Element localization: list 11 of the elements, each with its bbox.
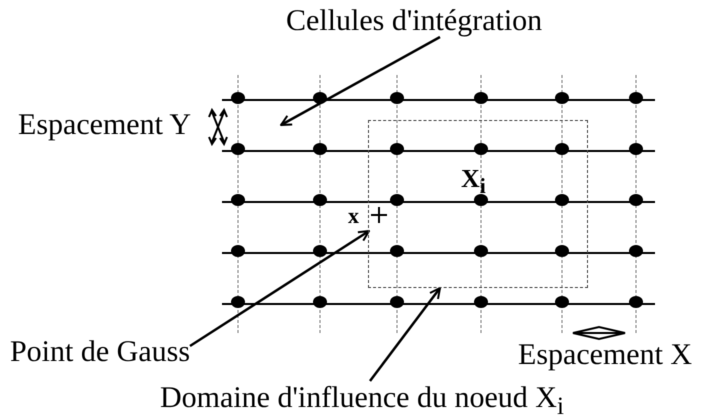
callout-text: Domaine d'influence du noeud X$_{i}$ xyxy=(160,381,564,416)
leader-arrow xyxy=(189,230,370,348)
influence-domain-rectangle xyxy=(368,120,588,288)
gauss-point-label: x xyxy=(348,204,359,228)
dimension-label: Espacement Y xyxy=(18,108,191,141)
leader-arrow xyxy=(280,36,441,126)
callout-text: Cellules d'intégration xyxy=(286,4,542,37)
dimension-label: Espacement X xyxy=(518,338,692,371)
leader-arrow xyxy=(369,287,441,382)
callout-text: Point de Gauss xyxy=(10,335,190,368)
node-label: X$_{i}$ xyxy=(461,165,486,200)
